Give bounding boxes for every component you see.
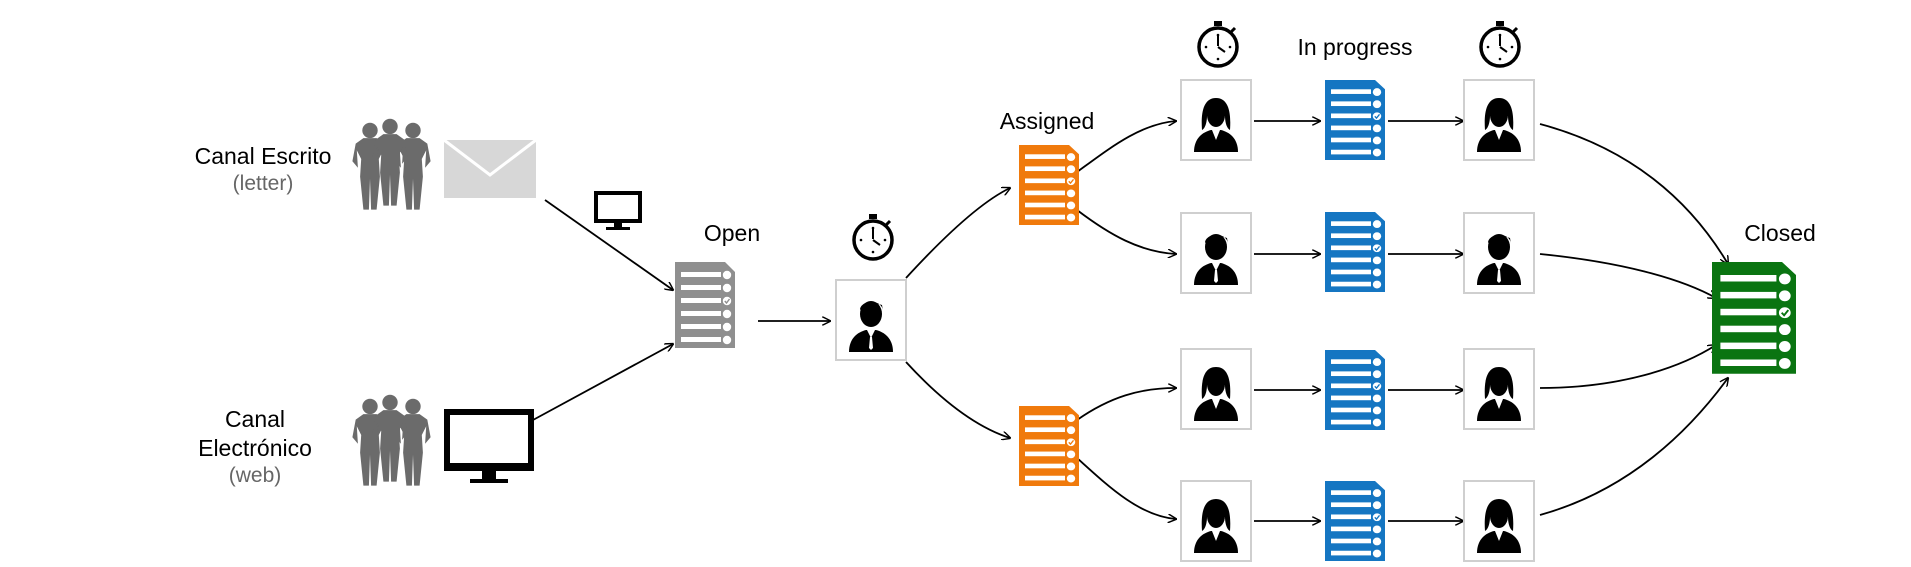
- envelope-icon: [443, 138, 537, 198]
- agent-male-icon: [835, 279, 907, 361]
- channel-electronic-name-1: Canal: [224, 406, 286, 432]
- closed-document-icon: [1711, 261, 1797, 375]
- channel-written-detail: (letter): [232, 172, 294, 195]
- channel-written-name: Canal Escrito: [194, 143, 332, 169]
- people-group-icon: [352, 118, 431, 210]
- stage-closed-label: Closed: [1744, 220, 1816, 246]
- in-progress-document-icon: [1324, 79, 1386, 161]
- channel-written-label: Canal Escrito (letter): [178, 142, 348, 196]
- assigned-document-icon: [1018, 405, 1080, 487]
- agent-male-icon: [1180, 212, 1252, 294]
- stage-assigned-label: Assigned: [999, 108, 1095, 134]
- agent-female-icon: [1463, 480, 1535, 562]
- stopwatch-icon: [1197, 19, 1239, 68]
- assigned-document-icon: [1018, 144, 1080, 226]
- agent-male-icon: [1463, 212, 1535, 294]
- flow-arrows: [532, 121, 1728, 521]
- channel-electronic-label: Canal Electrónico (web): [180, 405, 330, 488]
- monitor-icon: [444, 409, 534, 483]
- in-progress-document-icon: [1324, 480, 1386, 562]
- agent-female-icon: [1180, 348, 1252, 430]
- stage-open-label: Open: [703, 220, 761, 246]
- in-progress-document-icon: [1324, 349, 1386, 431]
- channel-electronic-name-2: Electrónico: [198, 435, 312, 461]
- agent-female-icon: [1180, 480, 1252, 562]
- channel-electronic-detail: (web): [228, 464, 282, 487]
- open-document-icon: [674, 261, 736, 349]
- stopwatch-icon: [1479, 19, 1521, 68]
- stage-in-progress-label: In progress: [1297, 34, 1413, 60]
- stopwatch-icon: [852, 212, 894, 261]
- people-group-icon: [352, 394, 431, 486]
- monitor-icon: [594, 191, 642, 230]
- agent-female-icon: [1180, 79, 1252, 161]
- agent-female-icon: [1463, 79, 1535, 161]
- agent-female-icon: [1463, 348, 1535, 430]
- in-progress-document-icon: [1324, 211, 1386, 293]
